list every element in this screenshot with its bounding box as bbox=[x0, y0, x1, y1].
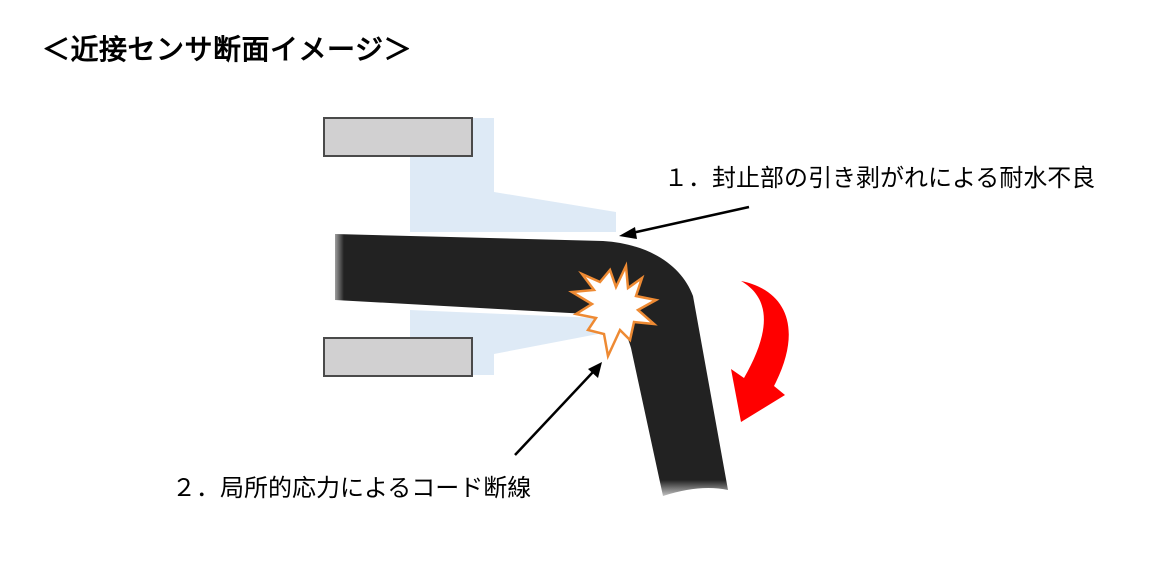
housing-upper-plate bbox=[323, 117, 473, 157]
housing-lower-plate bbox=[323, 337, 473, 377]
starburst-icon bbox=[568, 261, 660, 361]
cord-fade-bottom bbox=[655, 480, 735, 502]
cord-fade-left bbox=[328, 228, 344, 308]
pointer-arrow-2 bbox=[514, 362, 602, 456]
annotation-cord-break: ２．局所的応力によるコード断線 bbox=[172, 474, 532, 502]
annotation-seal-peeling: １．封止部の引き剥がれによる耐水不良 bbox=[664, 164, 1096, 192]
pointer-arrow-1 bbox=[619, 205, 750, 239]
page-title: ＜近接センサ断面イメージ＞ bbox=[42, 33, 412, 66]
curved-arrow-down-icon bbox=[731, 281, 789, 422]
